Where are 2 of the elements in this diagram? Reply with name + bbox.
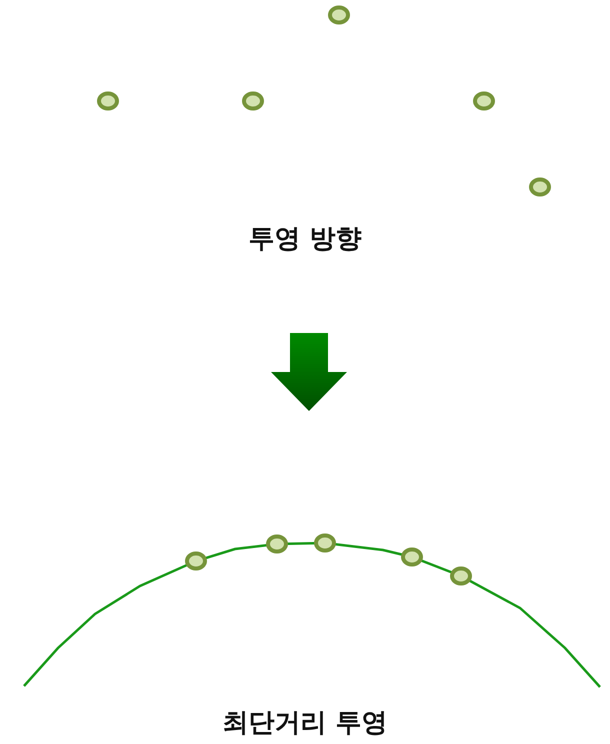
caption-text: 최단거리 투영	[222, 708, 388, 740]
caption-text: 투영 방향	[248, 224, 362, 256]
